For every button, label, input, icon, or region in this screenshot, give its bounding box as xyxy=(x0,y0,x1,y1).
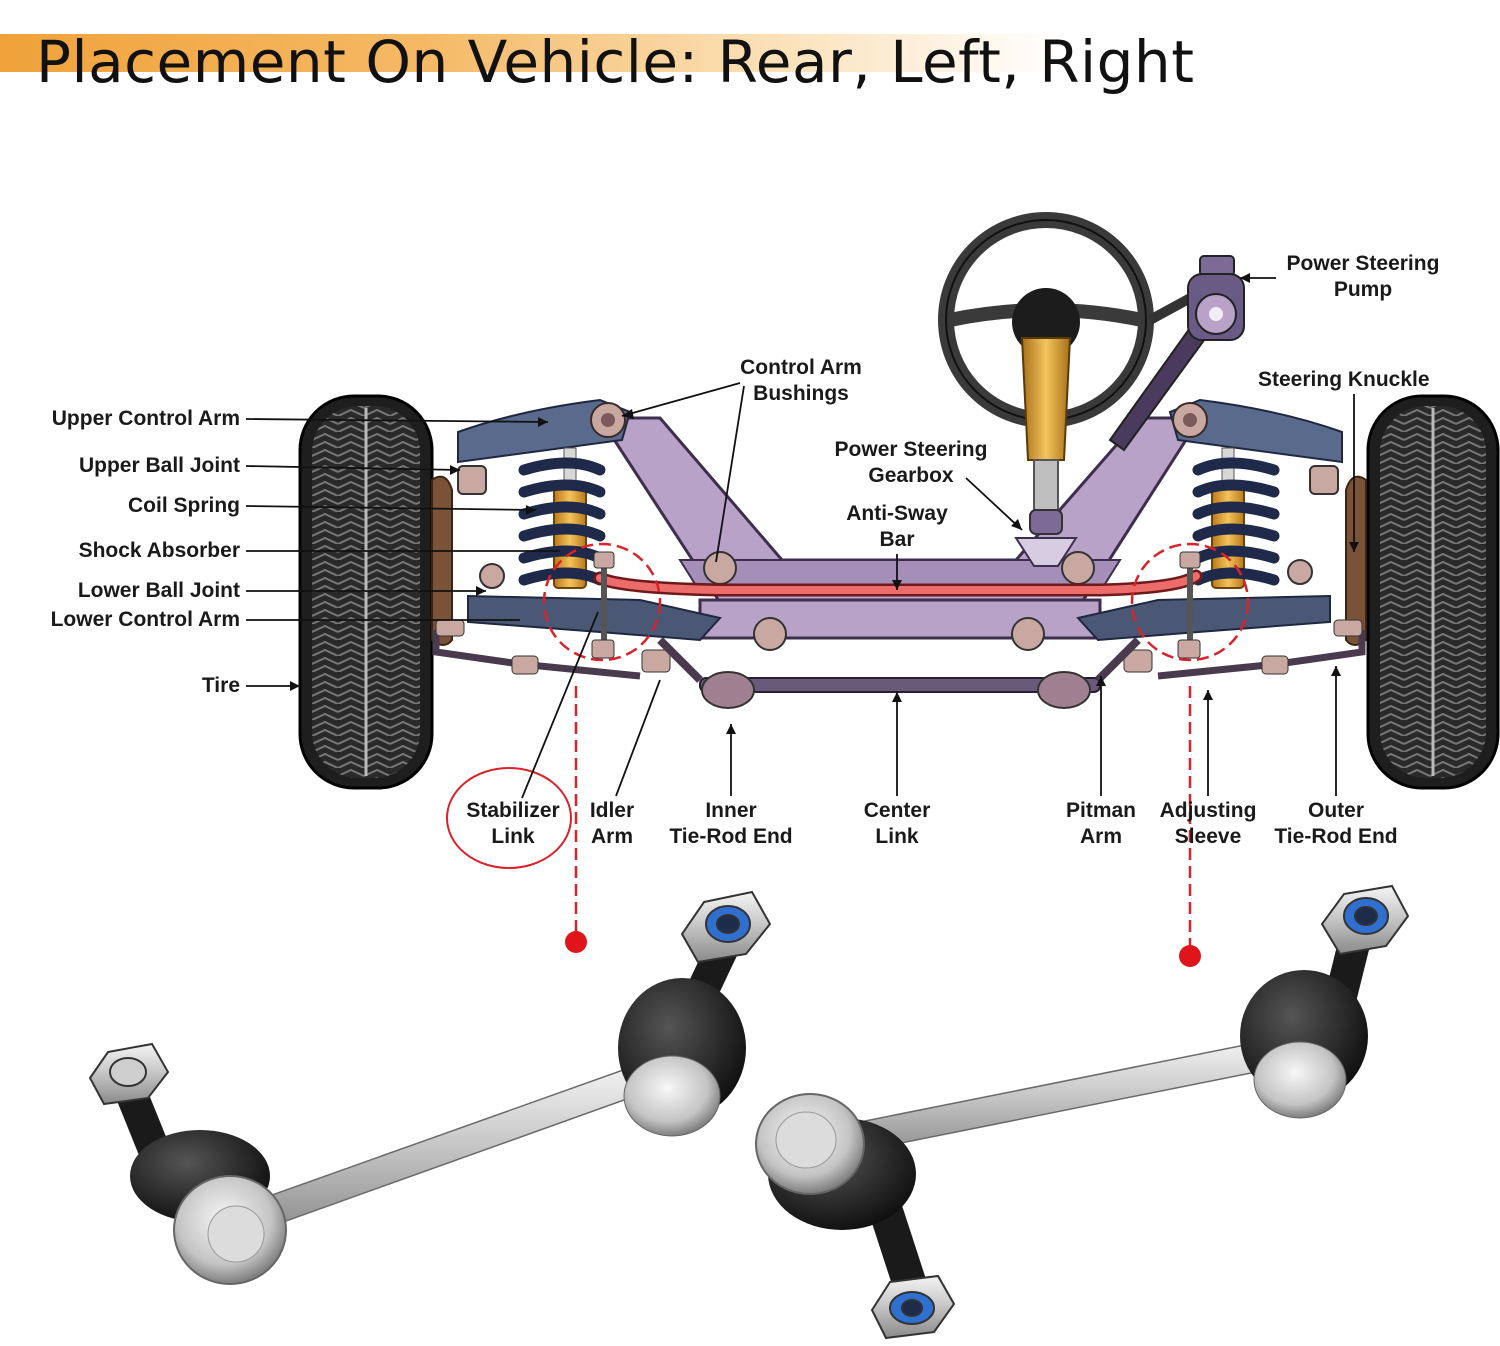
label-lower-control-arm: Lower Control Arm xyxy=(50,608,240,631)
power-steering-pump xyxy=(1108,255,1245,452)
left-link-marker-dot xyxy=(565,931,587,953)
label-inner-tie-rod-end-line1: Inner xyxy=(705,799,757,822)
label-power-steering-gearbox-line2: Gearbox xyxy=(868,464,954,487)
label-anti-sway-bar-line1: Anti-Sway xyxy=(846,502,948,525)
right-tire xyxy=(1366,394,1500,790)
stabilizer-highlight xyxy=(542,542,1250,954)
label-stabilizer-link-line2: Link xyxy=(491,825,535,848)
product-stabilizer-link-right xyxy=(755,884,1410,1340)
label-anti-sway-bar: Anti-Sway Bar xyxy=(826,501,968,553)
label-adjusting-sleeve-line1: Adjusting xyxy=(1159,799,1257,822)
label-stabilizer-link: Stabilizer Link xyxy=(454,798,572,850)
label-coil-spring: Coil Spring xyxy=(128,494,240,517)
label-outer-tie-rod-end-line1: Outer xyxy=(1307,799,1364,822)
label-control-arm-bushings-line2: Bushings xyxy=(753,382,849,405)
steering-linkage xyxy=(432,619,1366,709)
label-upper-ball-joint: Upper Ball Joint xyxy=(78,454,240,477)
label-stabilizer-link-line1: Stabilizer xyxy=(466,799,560,822)
label-control-arm-bushings: Control Arm Bushings xyxy=(716,355,886,407)
label-pitman-arm: Pitman Arm xyxy=(1054,798,1148,850)
left-frame-bushing xyxy=(753,617,787,651)
label-power-steering-pump: Power Steering Pump xyxy=(1270,251,1456,303)
left-tire xyxy=(298,394,434,790)
page-title: Placement On Vehicle: Rear, Left, Right xyxy=(36,28,1195,96)
label-adjusting-sleeve-line2: Sleeve xyxy=(1174,825,1242,848)
right-lower-control-arm xyxy=(1061,551,1331,642)
label-shock-absorber: Shock Absorber xyxy=(78,539,240,562)
label-anti-sway-bar-line2: Bar xyxy=(879,528,915,551)
right-upper-ball-joint xyxy=(1309,465,1339,495)
label-power-steering-pump-line2: Pump xyxy=(1333,278,1393,301)
right-upper-control-arm xyxy=(1168,398,1343,464)
anti-sway-bar xyxy=(596,572,1200,594)
left-coil-spring xyxy=(518,457,606,586)
left-stabilizer-link-diagram xyxy=(591,551,615,659)
label-center-link-line2: Link xyxy=(875,825,919,848)
right-stabilizer-link-diagram xyxy=(1177,551,1201,659)
left-upper-ball-joint xyxy=(457,465,487,495)
label-idler-arm-line2: Arm xyxy=(590,825,633,848)
right-coil-spring xyxy=(1192,457,1280,586)
label-idler-arm-line1: Idler xyxy=(589,799,635,822)
title-banner: Placement On Vehicle: Rear, Left, Right xyxy=(0,28,1194,96)
label-upper-control-arm: Upper Control Arm xyxy=(51,407,240,430)
product-stabilizer-link-left xyxy=(88,890,772,1285)
label-inner-tie-rod-end: Inner Tie-Rod End xyxy=(656,798,806,850)
label-idler-arm: Idler Arm xyxy=(576,798,648,850)
label-power-steering-gearbox: Power Steering Gearbox xyxy=(816,437,1006,489)
label-pitman-arm-line2: Arm xyxy=(1079,825,1122,848)
label-outer-tie-rod-end: Outer Tie-Rod End xyxy=(1262,798,1410,850)
leader-arrowheads xyxy=(290,273,1359,734)
stabilizer-link-label-circle xyxy=(446,767,572,869)
label-power-steering-gearbox-line1: Power Steering xyxy=(834,438,988,461)
label-adjusting-sleeve: Adjusting Sleeve xyxy=(1150,798,1266,850)
right-link-marker-dot xyxy=(1179,945,1201,967)
label-lower-ball-joint: Lower Ball Joint xyxy=(77,579,240,602)
left-upper-control-arm xyxy=(457,398,632,464)
label-inner-tie-rod-end-line2: Tie-Rod End xyxy=(669,825,793,848)
label-outer-tie-rod-end-line2: Tie-Rod End xyxy=(1274,825,1398,848)
right-frame-bushing xyxy=(1011,617,1045,651)
left-lower-control-arm xyxy=(467,551,737,642)
label-power-steering-pump-line1: Power Steering xyxy=(1286,252,1440,275)
leader-lines xyxy=(245,277,1355,799)
label-center-link: Center Link xyxy=(846,798,948,850)
label-center-link-line1: Center xyxy=(863,799,931,822)
label-steering-knuckle: Steering Knuckle xyxy=(1258,368,1430,391)
steering-column xyxy=(1014,337,1078,567)
label-tire: Tire xyxy=(201,674,240,697)
label-pitman-arm-line1: Pitman xyxy=(1065,799,1136,822)
label-control-arm-bushings-line1: Control Arm xyxy=(740,356,862,379)
